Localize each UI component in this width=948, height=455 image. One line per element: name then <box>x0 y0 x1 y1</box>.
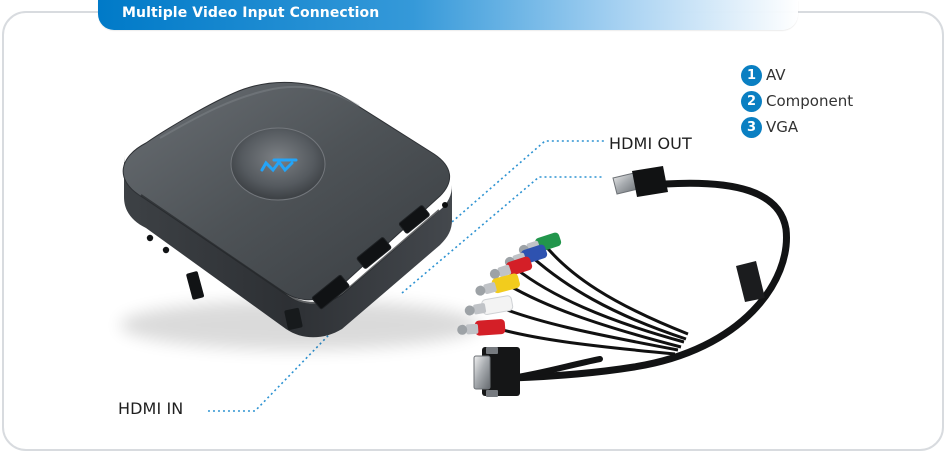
connector-heads <box>457 232 562 336</box>
usb-port <box>186 271 204 300</box>
hdmi-out-label: HDMI OUT <box>609 134 692 153</box>
audio-jack-1 <box>146 234 154 242</box>
hdmi-pass-through-port <box>356 237 392 269</box>
legend-label-av: AV <box>766 66 786 84</box>
white-rca-connector <box>464 295 514 316</box>
red-component-rca-connector <box>489 256 533 279</box>
breakout-cable <box>457 166 790 397</box>
legend-number-2-badge: 2 <box>741 90 762 112</box>
red-audio-rca-connector <box>457 319 506 336</box>
main-cable <box>508 179 790 382</box>
legend-item-vga: 3 VGA <box>741 116 798 138</box>
ferrite-bead <box>736 261 765 302</box>
vga-metal-shell <box>473 355 491 390</box>
yellow-rca-connector <box>475 273 520 296</box>
hdmi-out-callout-line <box>436 140 604 236</box>
hdmi-in-port <box>311 274 350 310</box>
legend-label-vga: VGA <box>766 118 799 136</box>
hdmi-in-label: HDMI IN <box>118 399 184 418</box>
vga-cable-bend <box>509 356 603 381</box>
capture-device <box>120 81 480 350</box>
device-top-highlight <box>159 85 360 139</box>
device-front-seam <box>140 194 440 304</box>
status-led <box>442 202 448 208</box>
hdmi-out-plug-body <box>632 166 668 197</box>
device-ports <box>146 202 448 330</box>
vga-plug-body <box>482 347 520 396</box>
green-cable <box>542 243 689 336</box>
power-switch <box>284 307 303 330</box>
section-header-banner: Multiple Video Input Connection <box>98 0 798 30</box>
blue-cable <box>531 255 687 341</box>
hdmi-out-plug <box>612 166 668 197</box>
audio-jack-2 <box>162 246 170 254</box>
vga-screw-top <box>486 347 498 354</box>
yellow-cable <box>499 278 682 349</box>
input-types-legend: 1 AV 2 Component 3 VGA <box>741 64 891 138</box>
device-side-shell <box>124 156 452 338</box>
hdmi-out-port <box>398 205 430 234</box>
device-blue-logo <box>260 158 298 173</box>
legend-number-1-badge: 1 <box>741 64 762 86</box>
legend-item-av: 1 AV <box>741 64 786 86</box>
legend-label-component: Component <box>766 92 854 110</box>
legend-number-3-badge: 3 <box>741 116 762 138</box>
red-component-cable <box>514 266 685 344</box>
vga-connector <box>473 347 603 397</box>
legend-item-component: 2 Component <box>741 90 853 112</box>
vga-screw-bottom <box>486 390 498 397</box>
section-header-title: Multiple Video Input Connection <box>122 5 380 21</box>
